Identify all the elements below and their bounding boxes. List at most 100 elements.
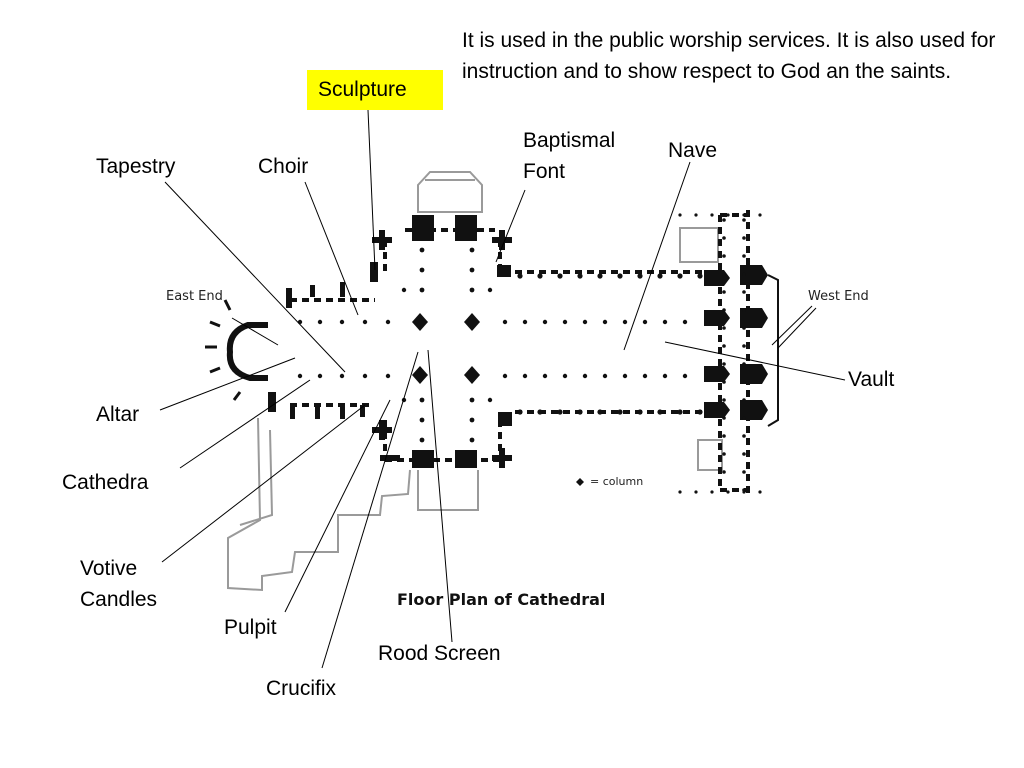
column-dot [469,417,475,423]
column-dot [362,319,368,325]
column-dot [742,380,746,384]
column-dot [557,409,563,415]
label-baptismal-font-line2: Font [523,160,566,183]
column-dot [317,319,323,325]
column-dot [502,373,508,379]
column-dot [602,373,608,379]
floor-plan-title: Floor Plan of Cathedral [397,590,606,609]
vault-leader [664,341,846,381]
column-dot [742,434,746,438]
column-dot [419,247,425,253]
column-dot [742,236,746,240]
column-dot [537,273,543,279]
label-choir: Choir [258,155,309,178]
sculpture-leader [367,109,376,271]
column-dot [469,287,475,293]
label-sculpture: Sculpture [318,78,407,101]
east-end-label: East End [166,289,223,304]
column-dot [419,287,425,293]
label-crucifix: Crucifix [266,677,337,700]
column-dot [522,319,528,325]
column-dot [677,273,683,279]
column-dot [419,397,425,403]
label-nave: Nave [668,139,718,162]
column-dot [682,319,688,325]
column-dot [542,319,548,325]
nave-leader [623,161,691,351]
column-dot [637,273,643,279]
column-dot [617,273,623,279]
column-dot [722,326,726,330]
west-portal [767,274,779,427]
column-dot [697,273,703,279]
leader-lines [159,109,846,669]
outline-walls [227,171,723,592]
column-dot [385,319,391,325]
column-dot [297,373,303,379]
column-dot [469,247,475,253]
column-dot [682,373,688,379]
column-dot [722,488,726,492]
baptismal-leader [495,189,526,263]
votive-leader [161,404,366,563]
column-dot [419,437,425,443]
column-dot [557,273,563,279]
column-dot [487,287,493,293]
crossing-piers [412,313,480,384]
rood-leader [427,349,453,643]
column-dot [742,416,746,420]
columns [297,213,762,494]
label-baptismal-font-line1: Baptismal [523,129,616,152]
column-dot [677,409,683,415]
west-end-leader-2 [777,307,817,349]
column-dot [694,213,698,217]
column-dot [726,213,730,217]
column-dot [469,267,475,273]
column-dot [742,470,746,474]
column-dot [742,254,746,258]
column-dot [742,362,746,366]
column-dot [722,236,726,240]
column-legend: = column [590,475,644,488]
column-dot [502,319,508,325]
column-dot [597,409,603,415]
column-dot [678,213,682,217]
column-dot [385,373,391,379]
column-dot [419,417,425,423]
column-dot [339,373,345,379]
column-dot [722,254,726,258]
column-dot [469,437,475,443]
column-dot [722,416,726,420]
label-vault: Vault [848,368,895,391]
column-dot [758,490,762,494]
column-dot [662,319,668,325]
column-dot [722,290,726,294]
column-dot [401,287,407,293]
column-dot [742,452,746,456]
column-dot [722,272,726,276]
sculpture-highlight [307,70,443,110]
tapestry-leader [164,181,346,373]
column-dot [582,319,588,325]
column-dot [742,218,746,222]
column-dot [742,272,746,276]
column-dot [517,273,523,279]
altar-leader [159,357,296,411]
column-dot [742,490,746,494]
column-dot [517,409,523,415]
column-dot [577,409,583,415]
column-dot [726,490,730,494]
west-end-leader [771,305,813,346]
apse-rays [205,299,242,401]
column-dot [542,373,548,379]
label-pulpit: Pulpit [224,616,277,639]
column-dot [597,273,603,279]
column-dot [362,373,368,379]
label-tapestry: Tapestry [96,155,176,178]
column-dot [339,319,345,325]
column-dot [642,373,648,379]
column-dot [722,452,726,456]
legend-diamond [576,478,584,486]
column-dot [722,434,726,438]
